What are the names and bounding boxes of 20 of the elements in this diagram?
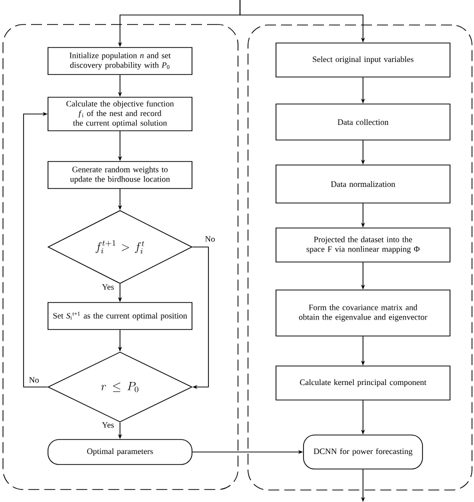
- process-box: Form the covariance matrix and obtain the eigenvalue and eigenvector: [276, 290, 450, 336]
- terminal-box: Optimal parameters: [48, 439, 192, 465]
- edge-label: Yes: [100, 421, 116, 429]
- process-box: Projected the dataset into the space F via nonlinear mapping Φ: [276, 228, 450, 262]
- dashed-region: [248, 24, 472, 490]
- process-box: Generate random weights to update the birdhouse location: [48, 161, 192, 189]
- process-box: Data normalization: [276, 164, 450, 204]
- terminal-box: DCNN for power forecasting: [303, 434, 423, 470]
- process-box: Initialize population n and set discovery probability with P$_{0}$: [48, 47, 192, 75]
- process-box: Select original input variables: [276, 42, 450, 78]
- edge-label: No: [28, 376, 40, 384]
- process-box: Calculate the objective function f$_{i}$ of the nest and record the current optimal solution: [48, 96, 192, 132]
- arrow: [192, 246, 209, 390]
- edge-label: Yes: [100, 283, 116, 291]
- process-box: Calculate kernel principal component: [276, 366, 450, 400]
- process-box: Data collection: [276, 104, 450, 140]
- dashed-region: [2, 24, 238, 490]
- arrow: [23, 112, 48, 388]
- process-box: Set S$_{i}$$^{t+1}$ as the current optimal position: [48, 302, 192, 330]
- edge-label: No: [204, 235, 216, 243]
